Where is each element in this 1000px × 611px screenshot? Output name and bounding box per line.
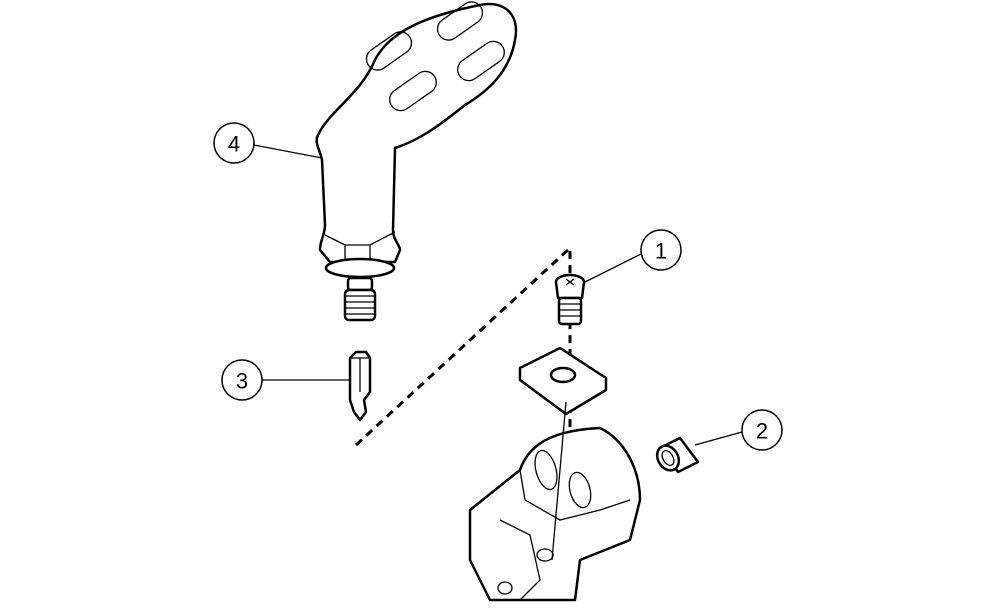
callout-4-label: 4 [228, 132, 240, 157]
callout-3-label: 3 [236, 369, 248, 394]
callout-4: 4 [213, 122, 323, 164]
sleeve [655, 436, 700, 474]
torx-bit [348, 350, 372, 422]
torque-handle [315, 1, 518, 279]
assembly-axis-line [354, 244, 572, 447]
insert-screw [554, 273, 586, 326]
callout-1-label: 1 [655, 239, 667, 264]
callout-2-label: 2 [756, 419, 768, 444]
cutting-head [468, 401, 642, 602]
callout-2: 2 [694, 409, 783, 451]
cutting-insert [518, 346, 608, 416]
callout-1: 1 [584, 229, 682, 283]
handle-shank [343, 276, 377, 322]
callout-3: 3 [221, 359, 350, 401]
